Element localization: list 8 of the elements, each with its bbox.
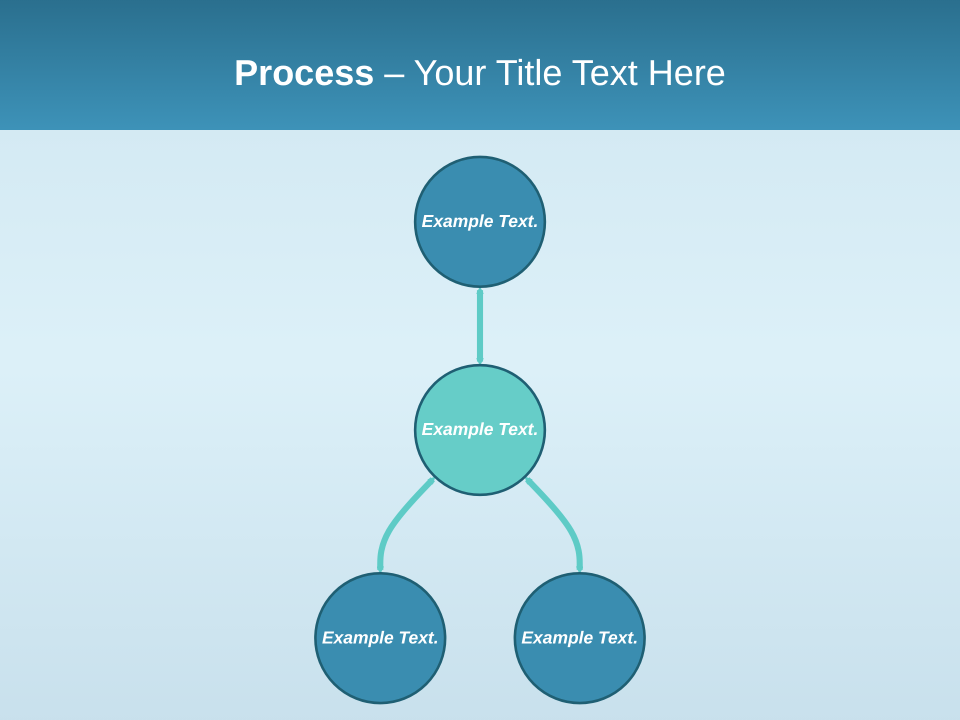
slide-title: Process – Your Title Text Here	[233, 52, 727, 94]
node-circle: Example Text.	[514, 572, 646, 704]
arrow	[376, 476, 436, 574]
node-circle: Example Text.	[314, 572, 446, 704]
node-circle: Example Text.	[414, 156, 546, 288]
arrow	[476, 286, 484, 366]
node-circle: Example Text.	[414, 364, 546, 496]
arrow	[524, 476, 584, 574]
